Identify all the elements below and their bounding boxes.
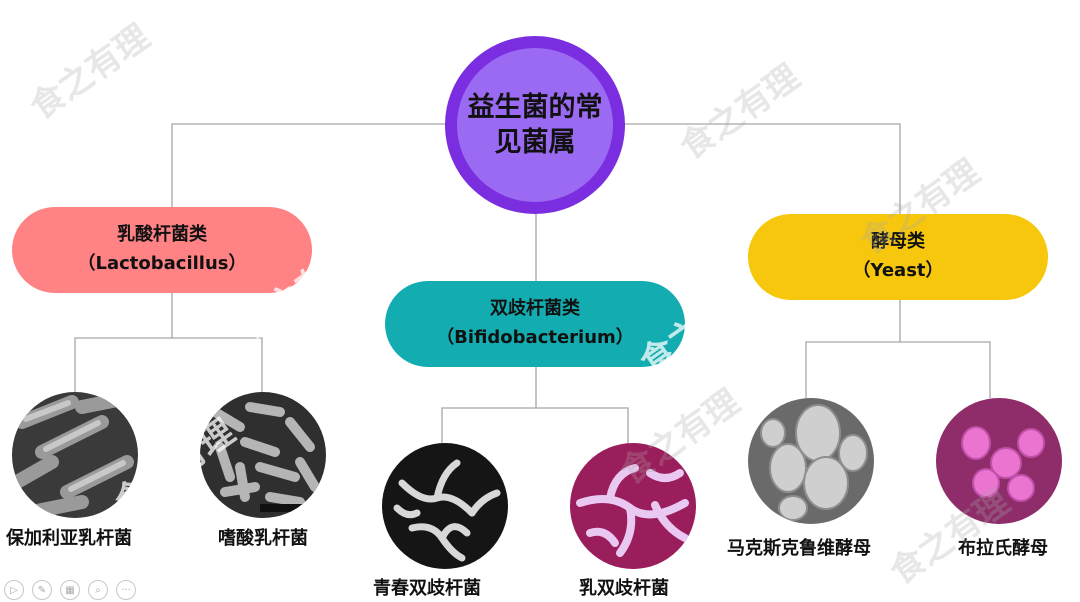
connector-bifido-right bbox=[536, 407, 629, 443]
species-label-kluyveromyces: 马克斯克鲁维酵母 bbox=[727, 538, 871, 559]
root-title: 益生菌的常见菌属 bbox=[457, 48, 613, 202]
yeast-cells-pink-image bbox=[936, 398, 1062, 524]
connector-lacto-right bbox=[172, 337, 263, 392]
short-rod-bacteria-gray-image bbox=[200, 392, 326, 518]
category-latin: （Lactobacillus） bbox=[77, 253, 247, 274]
category-name: 双歧杆菌类 bbox=[490, 298, 580, 320]
micrograph-adolescentis bbox=[382, 443, 508, 569]
micrograph-kluyveromyces bbox=[748, 398, 874, 524]
species-label-lactis: 乳双歧杆菌 bbox=[579, 578, 669, 599]
category-yeast: 酵母类 （Yeast） bbox=[748, 214, 1048, 300]
connector-yeast-children bbox=[805, 300, 901, 398]
species-label-boulardii: 布拉氏酵母 bbox=[958, 538, 1048, 559]
species-label-acidophilus: 嗜酸乳杆菌 bbox=[218, 528, 308, 549]
more-icon[interactable]: ··· bbox=[116, 580, 136, 600]
pen-icon[interactable]: ✎ bbox=[32, 580, 52, 600]
rod-bacteria-gray-image bbox=[12, 392, 138, 518]
play-icon[interactable]: ▷ bbox=[4, 580, 24, 600]
category-lactobacillus: 乳酸杆菌类 （Lactobacillus） bbox=[12, 207, 312, 293]
micrograph-acidophilus bbox=[200, 392, 326, 518]
category-name: 乳酸杆菌类 bbox=[117, 224, 207, 246]
category-name: 酵母类 bbox=[871, 231, 925, 253]
branched-bacteria-dark-image bbox=[382, 443, 508, 569]
connector-lacto-children bbox=[74, 293, 173, 392]
zoom-icon[interactable]: ⌕ bbox=[88, 580, 108, 600]
species-label-adolescentis: 青春双歧杆菌 bbox=[373, 578, 481, 599]
micrograph-boulardii bbox=[936, 398, 1062, 524]
branched-bacteria-purple-image bbox=[570, 443, 696, 569]
root-node: 益生菌的常见菌属 bbox=[445, 36, 625, 214]
category-bifidobacterium: 双歧杆菌类 （Bifidobacterium） bbox=[385, 281, 685, 367]
connector-bifido-children bbox=[441, 367, 537, 443]
category-latin: （Bifidobacterium） bbox=[436, 327, 634, 348]
category-latin: （Yeast） bbox=[852, 260, 944, 281]
micrograph-bulgaricus bbox=[12, 392, 138, 518]
connector-root-lacto bbox=[171, 123, 448, 207]
species-label-bulgaricus: 保加利亚乳杆菌 bbox=[6, 528, 132, 549]
connector-root-yeast bbox=[622, 123, 901, 214]
slides-icon[interactable]: ▦ bbox=[60, 580, 80, 600]
yeast-cells-gray-image bbox=[748, 398, 874, 524]
presentation-toolbar: ▷ ✎ ▦ ⌕ ··· bbox=[4, 580, 136, 600]
connector-yeast-right bbox=[900, 341, 991, 398]
micrograph-lactis bbox=[570, 443, 696, 569]
